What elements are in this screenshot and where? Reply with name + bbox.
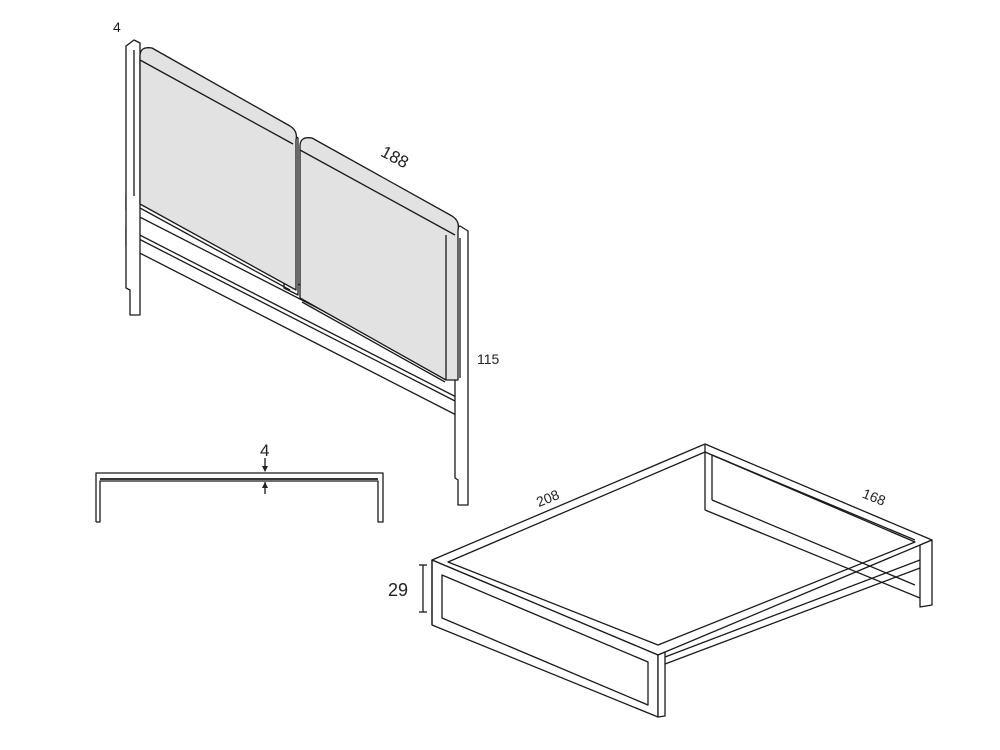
headboard-left-cushion bbox=[139, 47, 298, 291]
bed-base-frame bbox=[419, 443, 933, 718]
headboard-depth-label: 4 bbox=[113, 19, 121, 35]
side-view-frame bbox=[95, 458, 384, 523]
base-width-label: 168 bbox=[860, 485, 888, 509]
headboard-left-post bbox=[125, 39, 141, 316]
base-height-label: 29 bbox=[388, 580, 408, 600]
headboard bbox=[125, 39, 469, 506]
side-view-thickness-label: 4 bbox=[260, 441, 269, 460]
headboard-width-label: 188 bbox=[378, 142, 412, 172]
headboard-height-label: 115 bbox=[477, 351, 500, 367]
headboard-right-cushion bbox=[299, 137, 460, 381]
